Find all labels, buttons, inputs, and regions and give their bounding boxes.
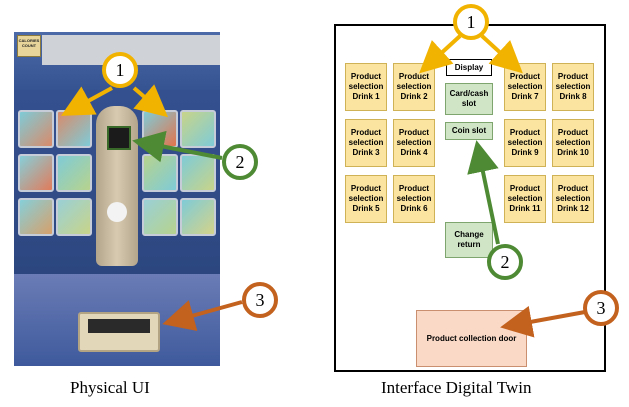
twin-callout-3-number: 3 [597, 298, 606, 318]
callout-3-circle [242, 282, 278, 318]
photo-coin-slot [107, 202, 127, 222]
photo-drink-button [142, 198, 178, 236]
twin-callout-1-arrow-left [419, 34, 462, 74]
callout-2-circle [222, 144, 258, 180]
change-return-button[interactable]: Change return [445, 222, 493, 258]
twin-callout-2-arrow [467, 140, 500, 245]
drink-button-7[interactable]: Product selection Drink 7 [504, 63, 546, 111]
callout-1-arrow-right [132, 84, 169, 118]
photo-drink-button [180, 198, 216, 236]
photo-drink-button [18, 110, 54, 148]
photo-drink-button [18, 198, 54, 236]
caption-physical-ui: Physical UI [70, 378, 150, 397]
callout-3-arrow [162, 300, 243, 331]
drink-button-10[interactable]: Product selection Drink 10 [552, 119, 594, 167]
drink-button-8[interactable]: Product selection Drink 8 [552, 63, 594, 111]
callout-1-arrow-left [60, 86, 113, 116]
photo-collection-opening [88, 319, 150, 333]
photo-drink-button [56, 198, 92, 236]
photo-drink-button [180, 110, 216, 148]
photo-drink-button [56, 154, 92, 192]
drink-button-9[interactable]: Product selection Drink 9 [504, 119, 546, 167]
drink-button-4[interactable]: Product selection Drink 4 [393, 119, 435, 167]
twin-callout-2-number: 2 [501, 252, 510, 272]
twin-callout-3-circle [583, 290, 619, 326]
twin-callout-2-circle [487, 244, 523, 280]
digital-twin-frame: Product selection Drink 1 Product select… [334, 24, 606, 372]
twin-callout-1-circle [453, 4, 489, 40]
caption-digital-twin: Interface Digital Twin [381, 378, 532, 397]
callout-1-circle [102, 52, 138, 88]
callout-2-arrow [132, 130, 223, 163]
card-cash-slot[interactable]: Card/cash slot [445, 83, 493, 115]
drink-button-1[interactable]: Product selection Drink 1 [345, 63, 387, 111]
twin-callout-1-number: 1 [467, 12, 476, 32]
drink-button-12[interactable]: Product selection Drink 12 [552, 175, 594, 223]
twin-callout-3-arrow [500, 305, 586, 338]
drink-button-3[interactable]: Product selection Drink 3 [345, 119, 387, 167]
calories-sticker: CALORIES COUNT [17, 35, 41, 57]
photo-card-slot [107, 126, 131, 150]
drink-button-11[interactable]: Product selection Drink 11 [504, 175, 546, 223]
callout-2-number: 2 [236, 152, 245, 172]
twin-callout-1-arrow-right [480, 34, 523, 74]
photo-drink-button [18, 154, 54, 192]
coin-slot[interactable]: Coin slot [445, 122, 493, 140]
callout-3-number: 3 [256, 290, 265, 310]
drink-button-6[interactable]: Product selection Drink 6 [393, 175, 435, 223]
photo-drink-button [180, 154, 216, 192]
callout-1-number: 1 [116, 60, 125, 80]
drink-button-5[interactable]: Product selection Drink 5 [345, 175, 387, 223]
